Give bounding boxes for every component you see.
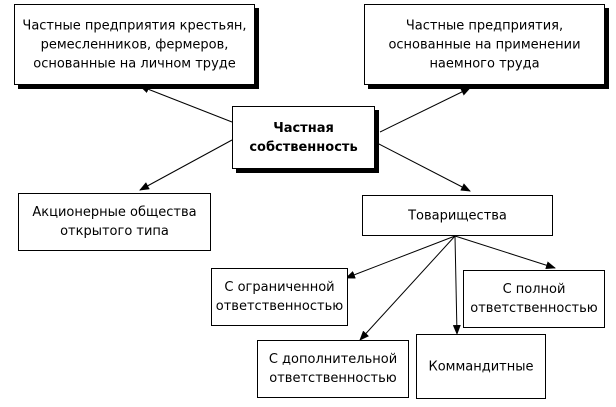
- arrow-to-joint-stock: [139, 139, 233, 191]
- node-center: Частная собственность: [232, 106, 375, 169]
- node-partnerships: Товарищества: [362, 195, 553, 236]
- arrow-to-additional: [359, 235, 456, 341]
- node-partnerships-label: Товарищества: [408, 208, 507, 223]
- node-top-left: Частные предприятия крестьян, ремесленни…: [14, 4, 255, 85]
- node-top-right: Частные предприятия, основанные на приме…: [364, 4, 605, 85]
- node-joint-stock-label: Акционерные общества открытого типа: [32, 205, 197, 239]
- node-top-right-label: Частные предприятия, основанные на приме…: [388, 18, 581, 71]
- node-limited: С ограниченной ответственностью: [211, 268, 348, 326]
- node-additional-label: С дополнительной ответственностью: [268, 352, 398, 386]
- node-joint-stock: Акционерные общества открытого типа: [18, 193, 211, 251]
- node-additional: С дополнительной ответственностью: [257, 340, 409, 398]
- arrow-to-top-left: [139, 85, 233, 123]
- node-kommandit: Коммандитные: [416, 334, 546, 399]
- arrow-to-kommandit: [452, 235, 461, 335]
- arrow-to-top-right: [379, 87, 471, 133]
- node-full: С полной ответственностью: [463, 270, 605, 328]
- arrow-to-full: [454, 235, 556, 270]
- node-limited-label: С ограниченной ответственностью: [215, 280, 344, 314]
- arrow-to-limited: [345, 235, 456, 279]
- node-top-left-label: Частные предприятия крестьян, ремесленни…: [22, 18, 247, 71]
- arrow-to-partnerships: [374, 141, 471, 192]
- node-full-label: С полной ответственностью: [470, 282, 598, 316]
- node-kommandit-label: Коммандитные: [428, 359, 534, 374]
- node-center-label: Частная собственность: [249, 120, 358, 155]
